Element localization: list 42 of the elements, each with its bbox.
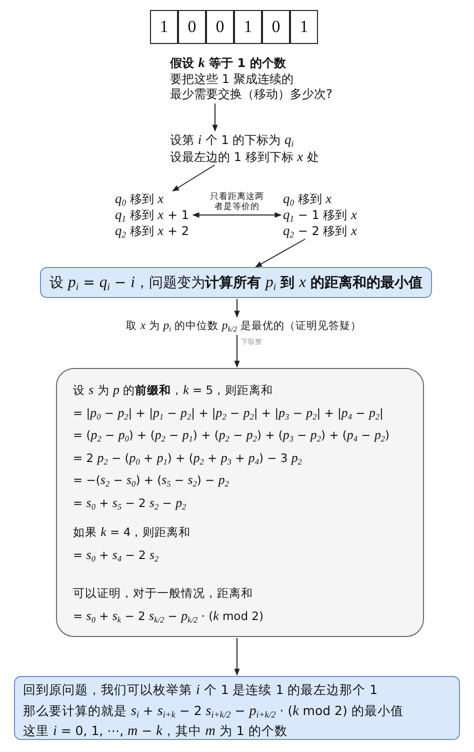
box-text: = s$_{0}$ + s$_{4}$ − 2 s$_{2}$ [73, 546, 160, 565]
array-cell: 1 [290, 10, 318, 44]
note-text: 最少需要交换（移动）多少次? [170, 87, 332, 102]
arrow [234, 298, 240, 318]
box-text: = 2 p$_{2}$ − (p$_{0}$ + p$_{1}$) + (p$_{2}$ + p$_{3}$ + p$_{4}$) − 3 p$_{2}$ [73, 450, 303, 468]
note-text: 设最左边的 1 移到下标 x 处 [170, 148, 319, 165]
array-cell: 1 [150, 10, 178, 44]
note-text: q$_{1}$ − 1 移到 x [283, 207, 357, 223]
note-text: q$_{0}$ 移到 x [115, 191, 165, 207]
note-text: q$_{2}$ − 2 移到 x [283, 223, 357, 239]
note-text: q$_{2}$ 移到 x + 2 [115, 223, 189, 239]
box-text: 那么要计算的就是 s$_{i}$ + s$_{i+k}$ − 2 s$_{i+k/2}$ − p$_{i+k/2}$ · (k mod 2) 的最小值 [23, 702, 404, 721]
box-text: 设 s 为 p 的前缀和，k = 5，则距离和 [73, 382, 274, 399]
arrow [212, 103, 218, 132]
note-text: 取 x 为 p$_{i}$ 的中位数 p$_{k/2}$ 是最优的（证明见答疑） [126, 318, 362, 334]
box-text: 设 p$_{i}$ = q$_{i}$ − i，问题变为计算所有 p$_{i}$ 到 x 的距离和的最小值 [48, 273, 424, 296]
arrow [234, 334, 240, 368]
box-text: 可以证明，对于一般情况，距离和 [73, 585, 254, 602]
box-text: 如果 k = 4，则距离和 [73, 524, 192, 541]
array-cell: 0 [206, 10, 234, 44]
process-box [14, 676, 460, 740]
arrow [255, 238, 306, 268]
note-text: q$_{0}$ 移到 x [283, 191, 333, 207]
box-text: = |p$_{0}$ − p$_{2}$| + |p$_{1}$ − p$_{2}$| + |p$_{2}$ − p$_{2}$| + |p$_{3}$ − p$_{2}$| + |p$_{4}$ − p$_{2}$| [73, 404, 384, 423]
process-box [40, 267, 432, 298]
note-text: q$_{1}$ 移到 x + 1 [115, 207, 189, 223]
array-cell: 0 [178, 10, 206, 44]
array-cell: 1 [234, 10, 262, 44]
box-text: = −(s$_{2}$ − s$_{0}$) + (s$_{5}$ − s$_{2}$) − p$_{2}$ [73, 472, 230, 490]
box-text: = s$_{0}$ + s$_{k}$ − 2 s$_{k/2}$ − p$_{k/2}$ · (k mod 2) [73, 608, 264, 626]
box-text: 回到原问题，我们可以枚举第 i 个 1 是连续 1 的最左边那个 1 [23, 681, 379, 700]
array-cell: 0 [262, 10, 290, 44]
derivation-box [56, 368, 424, 637]
note-text: 要把这些 1 聚成连续的 [170, 72, 294, 87]
box-text: 这里 i = 0, 1, ⋯, m − k，其中 m 为 1 的个数 [23, 722, 288, 741]
note-text: 设第 i 个 1 的下标为 q$_{i}$ [170, 132, 295, 148]
box-text: = s$_{0}$ + s$_{5}$ − 2 s$_{2}$ − p$_{2}$ [73, 494, 188, 513]
arrow [192, 212, 282, 218]
box-text: = (p$_{2}$ − p$_{0}$) + (p$_{2}$ − p$_{1}$) + (p$_{2}$ − p$_{2}$) + (p$_{3}$ − p$_{2}$) + (p$_{4}$ − p$_{2}$) [73, 427, 391, 446]
note-text: 假设 k 等于 1 的个数 [170, 55, 287, 72]
arrow [234, 638, 240, 676]
arrow [172, 164, 216, 192]
